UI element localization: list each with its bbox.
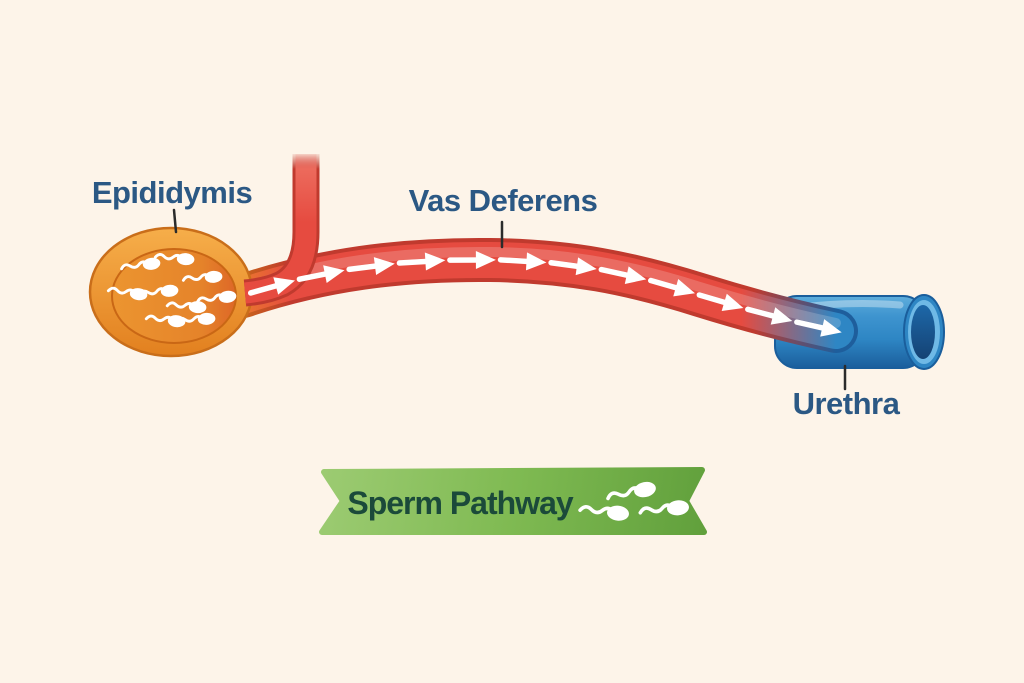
urethra-opening [903,294,945,370]
epididymis-label: Epididymis [92,175,252,210]
labels-layer: Epididymis Vas Deferens Urethra [92,175,901,421]
banner-ribbon: Sperm Pathway [319,467,707,535]
banner-title: Sperm Pathway [347,485,574,521]
epididymis-sac [88,226,254,358]
urethra-label: Urethra [793,386,901,421]
epididymis-leader-line [172,208,178,234]
vas-deferens-label: Vas Deferens [409,183,598,218]
